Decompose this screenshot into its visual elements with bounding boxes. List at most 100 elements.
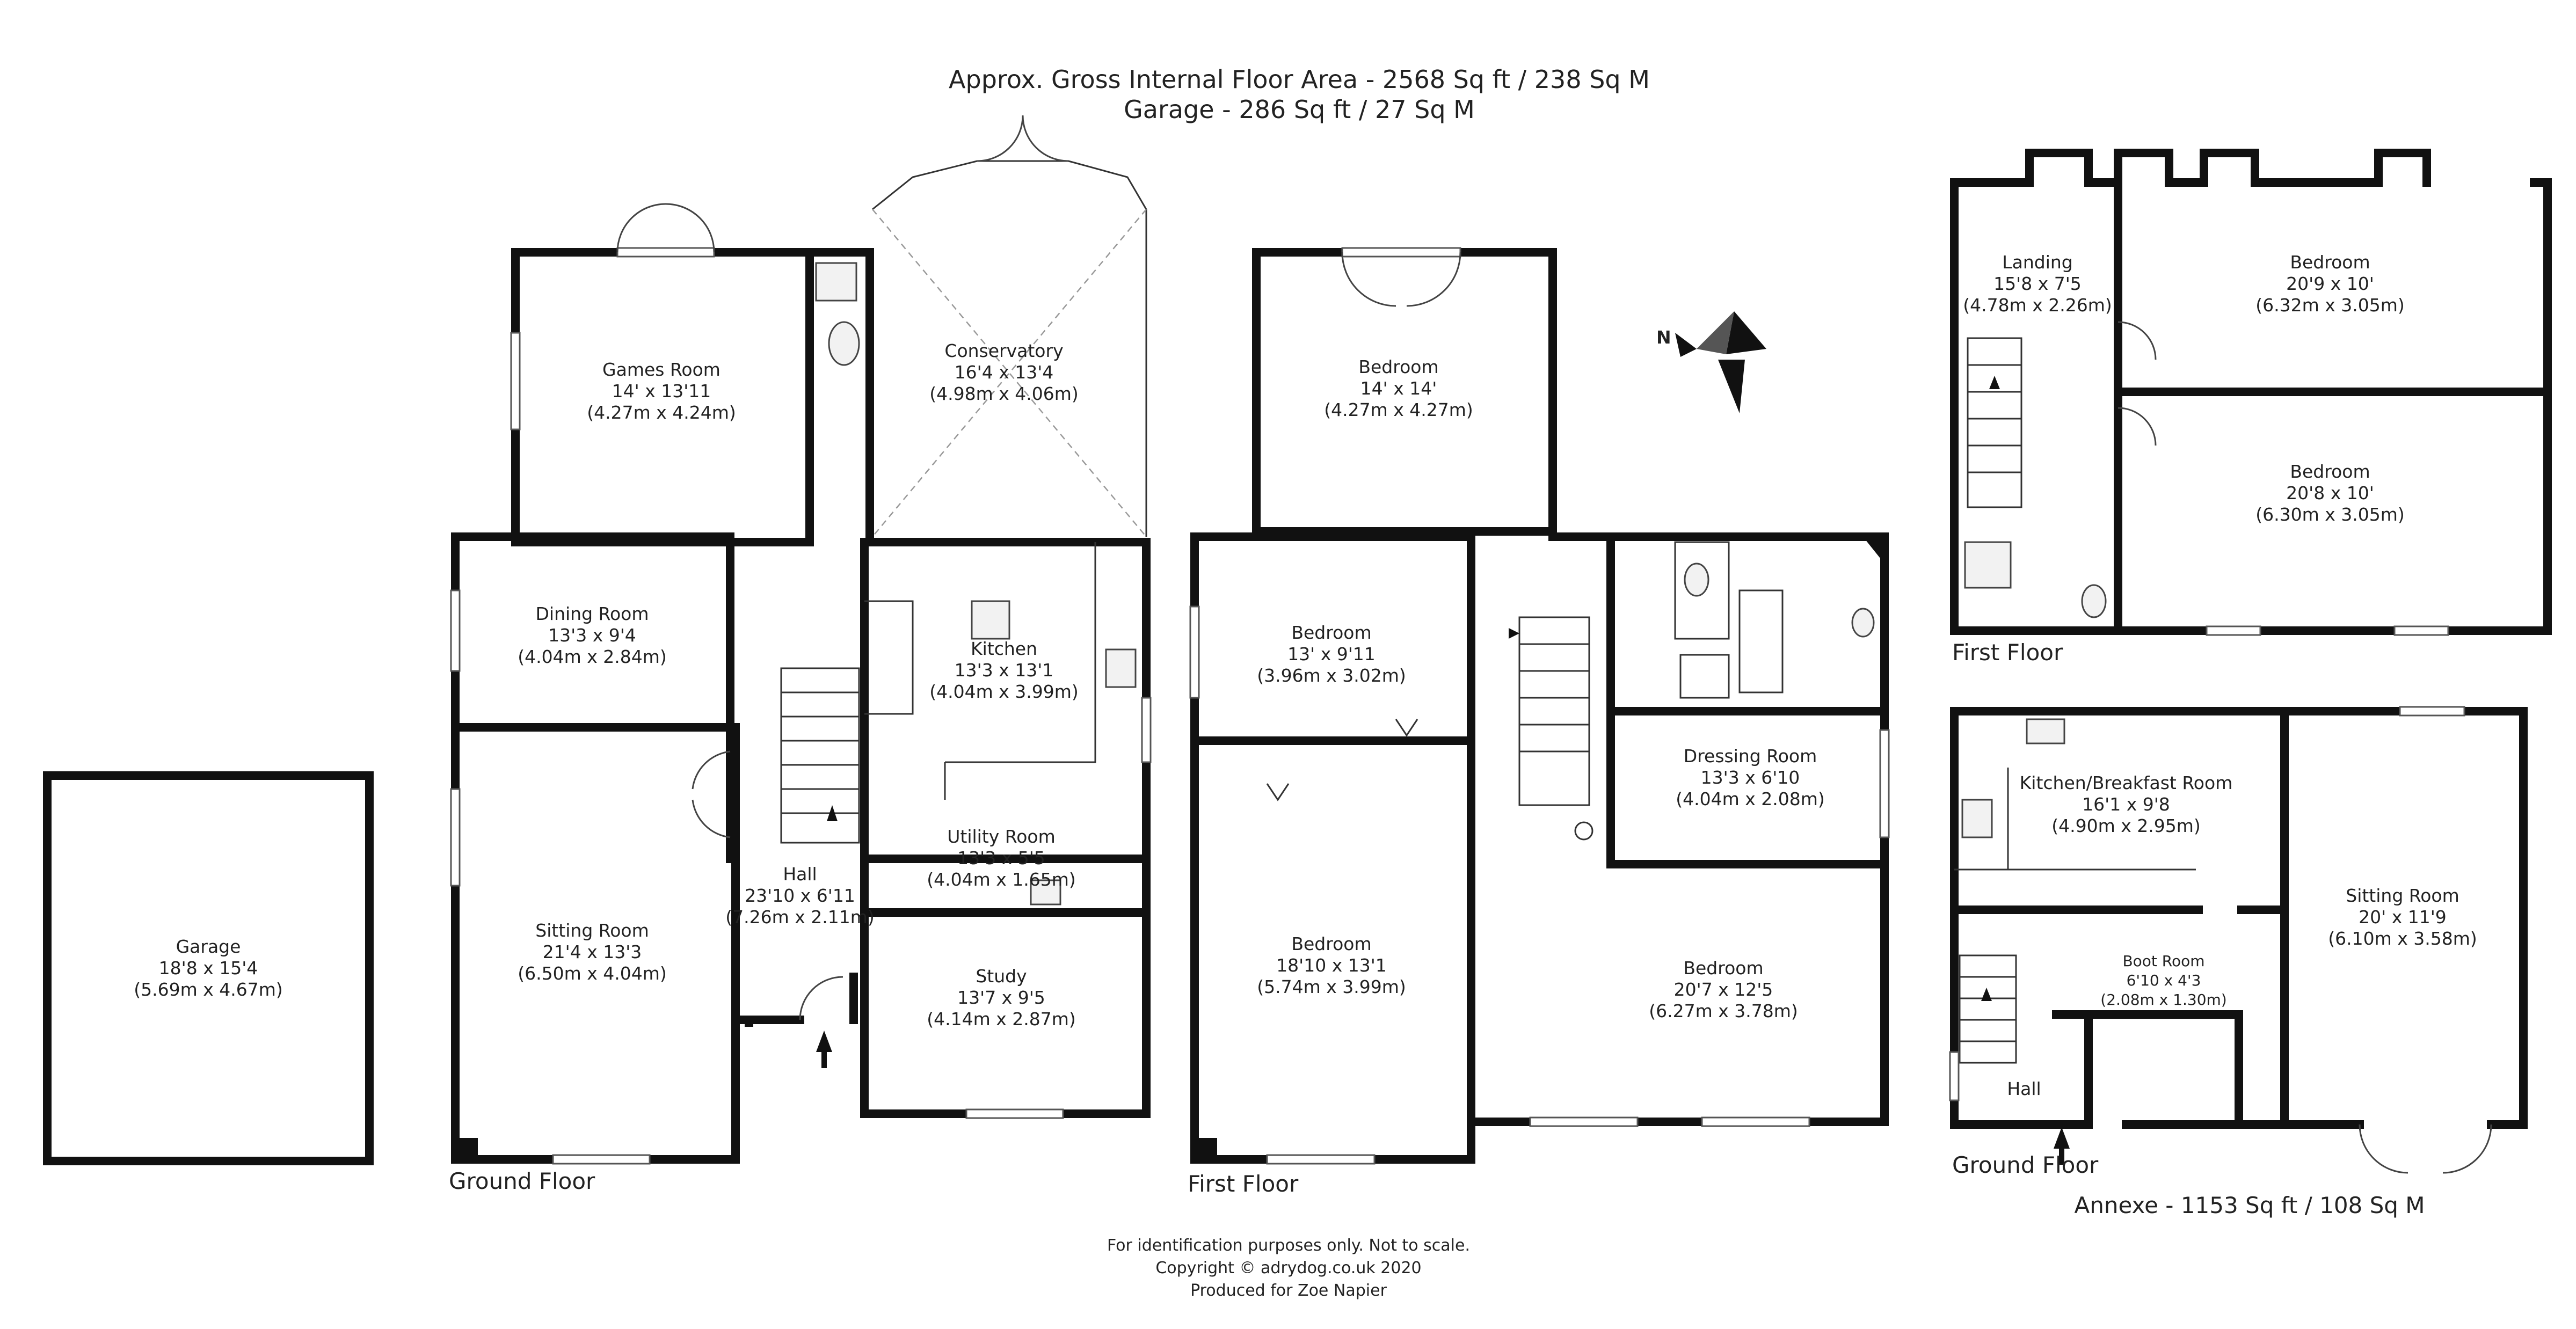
compass-needle-shade-icon	[1697, 311, 1734, 354]
front-door-swing	[799, 976, 843, 1020]
ground-floor-plan	[450, 115, 1152, 1165]
caption-annexe-first-floor: First Floor	[1952, 639, 2063, 666]
room-size-metric: (4.90m x 2.95m)	[2051, 815, 2201, 836]
label-games-room: Games Room 14' x 13'11 (4.27m x 4.24m)	[587, 359, 736, 423]
room-name: Dining Room	[536, 603, 649, 624]
annexe-ff-stairs-arrow-icon	[1989, 376, 2000, 389]
caption-annexe-ground-floor: Ground Floor	[1952, 1152, 2099, 1178]
label-dressing-room: Dressing Room 13'3 x 6'10 (4.04m x 2.08m…	[1676, 746, 1825, 809]
annexe-first-floor-plan	[1950, 149, 2552, 636]
annexe-ff-inner-walls	[2114, 178, 2552, 635]
annexe-gf-stairs	[1959, 954, 2017, 1064]
room-size-metric: (4.14m x 2.87m)	[927, 1009, 1076, 1029]
hall-walls	[731, 723, 858, 1024]
ff-stairs-arrow-icon	[1509, 628, 1519, 639]
caption-annexe-area: Annexe - 1153 Sq ft / 108 Sq M	[2074, 1192, 2425, 1218]
label-garage: Garage 18'8 x 15'4 (5.69m x 4.67m)	[134, 936, 283, 1000]
ff-bedroom4-window-right	[1701, 1116, 1810, 1127]
label-sitting-room: Sitting Room 21'4 x 13'3 (6.50m x 4.04m)	[518, 920, 667, 984]
room-size-imperial: 20'7 x 12'5	[1674, 979, 1773, 1000]
room-size-imperial: 15'8 x 7'5	[1993, 273, 2082, 294]
label-annexe-hall: Hall	[2007, 1078, 2041, 1099]
room-size-metric: (4.04m x 3.99m)	[929, 681, 1079, 702]
room-name: Bedroom	[2290, 461, 2370, 482]
garage-walls	[43, 771, 374, 1165]
label-ff-bedroom2: Bedroom 13' x 9'11 (3.96m x 3.02m)	[1257, 622, 1406, 686]
room-size-imperial: 18'10 x 13'1	[1276, 955, 1387, 976]
kitchen-units	[864, 542, 1096, 800]
room-name: Sitting Room	[535, 920, 649, 941]
footer-disclaimer: For identification purposes only. Not to…	[1107, 1236, 1470, 1255]
label-hall: Hall 23'10 x 6'11 (7.26m x 2.11m)	[725, 864, 875, 928]
hall-stairs	[780, 667, 860, 844]
ff-bedroom1-juliet-balcony	[1341, 247, 1461, 258]
room-name: Garage	[176, 936, 241, 957]
annexe-gf-boot-room-walls	[2052, 1010, 2243, 1129]
ff-bathroom-toilet	[1684, 563, 1709, 597]
games-room-french-doors	[616, 247, 715, 258]
room-size-metric: (5.74m x 3.99m)	[1257, 976, 1406, 997]
room-size-imperial: 20'9 x 10'	[2286, 273, 2374, 294]
room-name: Utility Room	[947, 826, 1056, 847]
label-ff-bedroom4: Bedroom 20'7 x 12'5 (6.27m x 3.78m)	[1649, 958, 1798, 1021]
stairs-arrow-icon	[827, 805, 838, 821]
ff-ensuite-basin	[1851, 608, 1875, 638]
ff-dressing-room-walls	[1606, 707, 1889, 868]
room-size-imperial: 20'8 x 10'	[2286, 483, 2374, 503]
wc-walls	[805, 248, 874, 546]
room-name: Dressing Room	[1684, 746, 1817, 766]
label-annexe-landing: Landing 15'8 x 7'5 (4.78m x 2.26m)	[1963, 252, 2112, 316]
wc-toilet	[828, 321, 860, 366]
room-name: Bedroom	[1358, 356, 1438, 377]
room-size-imperial: 13'3 x 13'1	[955, 660, 1054, 681]
room-size-imperial: 6'10 x 4'3	[2127, 972, 2201, 989]
label-ff-bedroom3: Bedroom 18'10 x 13'1 (5.74m x 3.99m)	[1257, 933, 1406, 997]
utility-sink	[1030, 879, 1061, 906]
study-window	[965, 1108, 1064, 1119]
first-floor-plan	[1189, 247, 1890, 1165]
annexe-ff-outer-walls	[1950, 149, 2552, 635]
annexe-gf-sitting-window	[2399, 706, 2465, 717]
footer-copyright: Copyright © adrydog.co.uk 2020	[1155, 1259, 1421, 1277]
room-size-metric: (4.27m x 4.24m)	[587, 402, 736, 423]
room-size-imperial: 20' x 11'9	[2359, 907, 2447, 928]
annexe-gf-stairs-arrow-icon	[1981, 988, 1992, 1001]
kitchen-sink	[971, 600, 1010, 640]
label-ff-bedroom1: Bedroom 14' x 14' (4.27m x 4.27m)	[1324, 356, 1473, 420]
room-size-metric: (4.27m x 4.27m)	[1324, 399, 1473, 420]
label-dining-room: Dining Room 13'3 x 9'4 (4.04m x 2.84m)	[518, 603, 667, 667]
compass-west-icon	[1675, 333, 1697, 357]
room-size-metric: (4.04m x 1.65m)	[927, 869, 1076, 890]
area-total-text: Approx. Gross Internal Floor Area - 2568…	[949, 65, 1650, 94]
label-annexe-boot-room: Boot Room 6'10 x 4'3 (2.08m x 1.30m)	[2100, 952, 2226, 1009]
room-size-imperial: 21'4 x 13'3	[543, 941, 642, 962]
room-size-imperial: 13'3 x 9'4	[548, 625, 636, 646]
area-garage-text: Garage - 286 Sq ft / 27 Sq M	[1124, 95, 1475, 124]
compass-north-label: N	[1656, 327, 1671, 348]
room-name: Sitting Room	[2346, 885, 2459, 906]
front-entrance-arrow-icon	[816, 1031, 832, 1068]
conservatory-roof-lines	[872, 209, 1147, 537]
room-name: Hall	[2007, 1078, 2041, 1099]
compass-tail-icon	[1718, 360, 1745, 413]
annexe-ff-shower	[1964, 541, 2012, 589]
room-size-imperial: 13'3 x 5'5	[957, 848, 1045, 868]
room-size-metric: (6.50m x 4.04m)	[518, 963, 667, 984]
annexe-ff-window-1	[2206, 625, 2261, 636]
label-annexe-bedroom2: Bedroom 20'8 x 10' (6.30m x 3.05m)	[2255, 461, 2405, 525]
compass: N	[1656, 311, 1766, 413]
room-name: Hall	[783, 864, 817, 885]
room-size-metric: (4.04m x 2.08m)	[1676, 788, 1825, 809]
kitchen-hob	[1105, 648, 1137, 688]
room-size-metric: (6.27m x 3.78m)	[1649, 1001, 1798, 1021]
room-size-imperial: 16'4 x 13'4	[955, 362, 1054, 383]
room-size-imperial: 14' x 13'11	[612, 381, 711, 401]
footer: For identification purposes only. Not to…	[1107, 1236, 1470, 1300]
caption-ground-floor: Ground Floor	[449, 1168, 595, 1194]
room-size-imperial: 16'1 x 9'8	[2082, 794, 2170, 815]
annexe-gf-hob	[1961, 799, 1993, 838]
garage-plan	[43, 771, 374, 1165]
label-annexe-kitchen: Kitchen/Breakfast Room 16'1 x 9'8 (4.90m…	[2020, 772, 2233, 836]
annexe-entrance-arrow-icon	[2054, 1127, 2070, 1165]
ff-east-walls	[1467, 527, 1889, 1126]
